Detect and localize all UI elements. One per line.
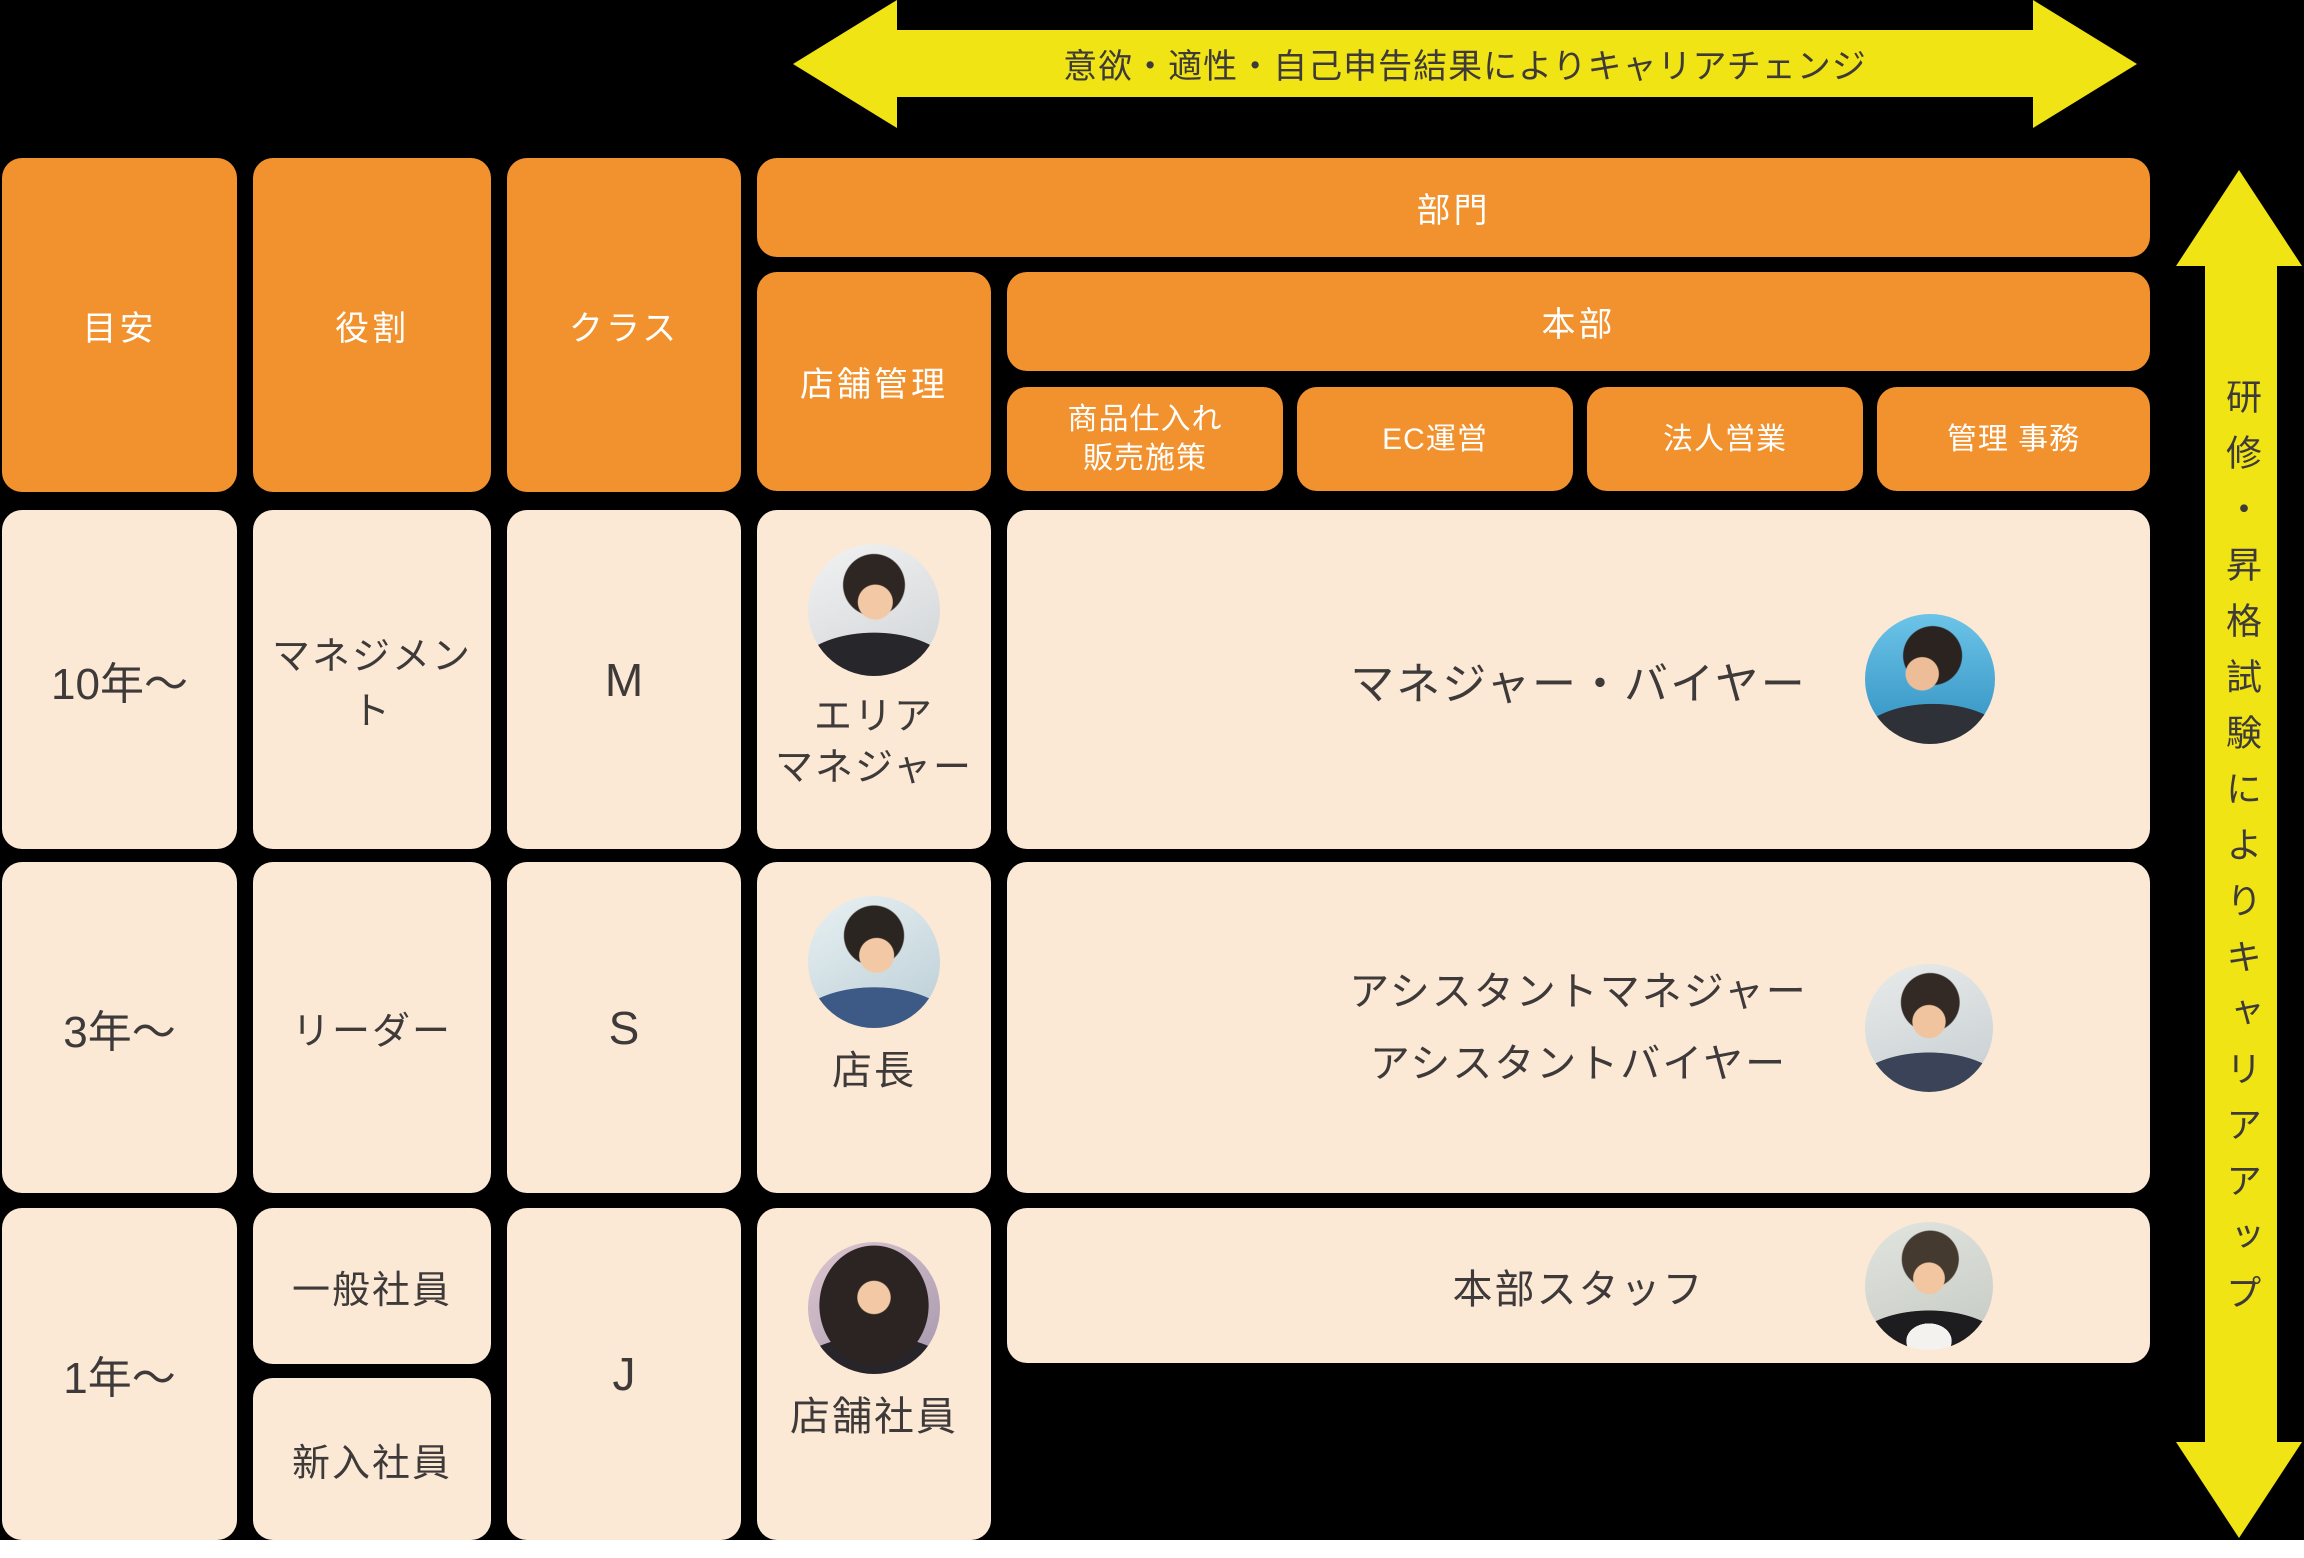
- photo-assistant-manager-buyer: [1865, 964, 1993, 1092]
- career-change-arrow-label: 意欲・適性・自己申告結果によりキャリアチェンジ: [1063, 48, 1867, 86]
- header-dept-ec: EC運営: [1297, 387, 1573, 491]
- row1-tenure: 10年〜: [2, 510, 237, 849]
- row3-store-cell: 店舗社員: [757, 1208, 991, 1540]
- arrow-down-head-icon: [2176, 1442, 2302, 1538]
- row2-role: リーダー: [253, 862, 491, 1193]
- row1-hq-cell: マネジャー・バイヤー: [1007, 510, 2150, 849]
- row3-role-general: 一般社員: [253, 1208, 491, 1364]
- career-up-arrow-label: 研修・昇格試験によりキャリアアップ: [2221, 378, 2262, 1330]
- career-change-arrow: 意欲・適性・自己申告結果によりキャリアチェンジ: [895, 30, 2035, 97]
- header-dept-admin: 管理 事務: [1877, 387, 2150, 491]
- row1-hq-label: マネジャー・バイヤー: [1350, 659, 1807, 709]
- row2-hq-cell: アシスタントマネジャー アシスタントバイヤー: [1007, 862, 2150, 1193]
- row1-class: M: [507, 510, 741, 849]
- row3-store-label: 店舗社員: [790, 1395, 958, 1439]
- header-department: 部門: [757, 158, 2150, 257]
- header-store-management: 店舗管理: [757, 272, 991, 491]
- photo-hq-staff: [1865, 1222, 1993, 1350]
- row2-hq-label: アシスタントマネジャー アシスタントバイヤー: [1349, 969, 1808, 1086]
- row3-hq-label: 本部スタッフ: [1452, 1267, 1705, 1312]
- row3-class: J: [507, 1208, 741, 1540]
- arrow-right-head-icon: [2033, 0, 2137, 128]
- row2-store-label: 店長: [832, 1049, 916, 1093]
- photo-store-staff: [808, 1242, 940, 1374]
- header-class: クラス: [507, 158, 741, 492]
- row3-hq-cell: 本部スタッフ: [1007, 1208, 2150, 1363]
- row2-class: S: [507, 862, 741, 1193]
- row3-role-newhire: 新入社員: [253, 1378, 491, 1540]
- header-dept-merchandising: 商品仕入れ 販売施策: [1007, 387, 1283, 491]
- row1-store-cell: エリア マネジャー: [757, 510, 991, 849]
- row2-tenure: 3年〜: [2, 862, 237, 1193]
- arrow-up-head-icon: [2176, 170, 2302, 266]
- row3-tenure: 1年〜: [2, 1208, 237, 1540]
- row1-store-label: エリア マネジャー: [774, 696, 974, 790]
- arrow-left-head-icon: [793, 0, 897, 128]
- row1-role: マネジメント: [253, 510, 491, 849]
- photo-manager-buyer: [1865, 614, 1995, 744]
- photo-area-manager: [808, 544, 940, 676]
- header-tenure: 目安: [2, 158, 237, 492]
- header-headquarters: 本部: [1007, 272, 2150, 371]
- career-up-arrow: 研修・昇格試験によりキャリアアップ: [2205, 262, 2277, 1446]
- header-role: 役割: [253, 158, 491, 492]
- photo-store-manager: [808, 896, 940, 1028]
- header-dept-corporate-sales: 法人営業: [1587, 387, 1863, 491]
- row2-store-cell: 店長: [757, 862, 991, 1193]
